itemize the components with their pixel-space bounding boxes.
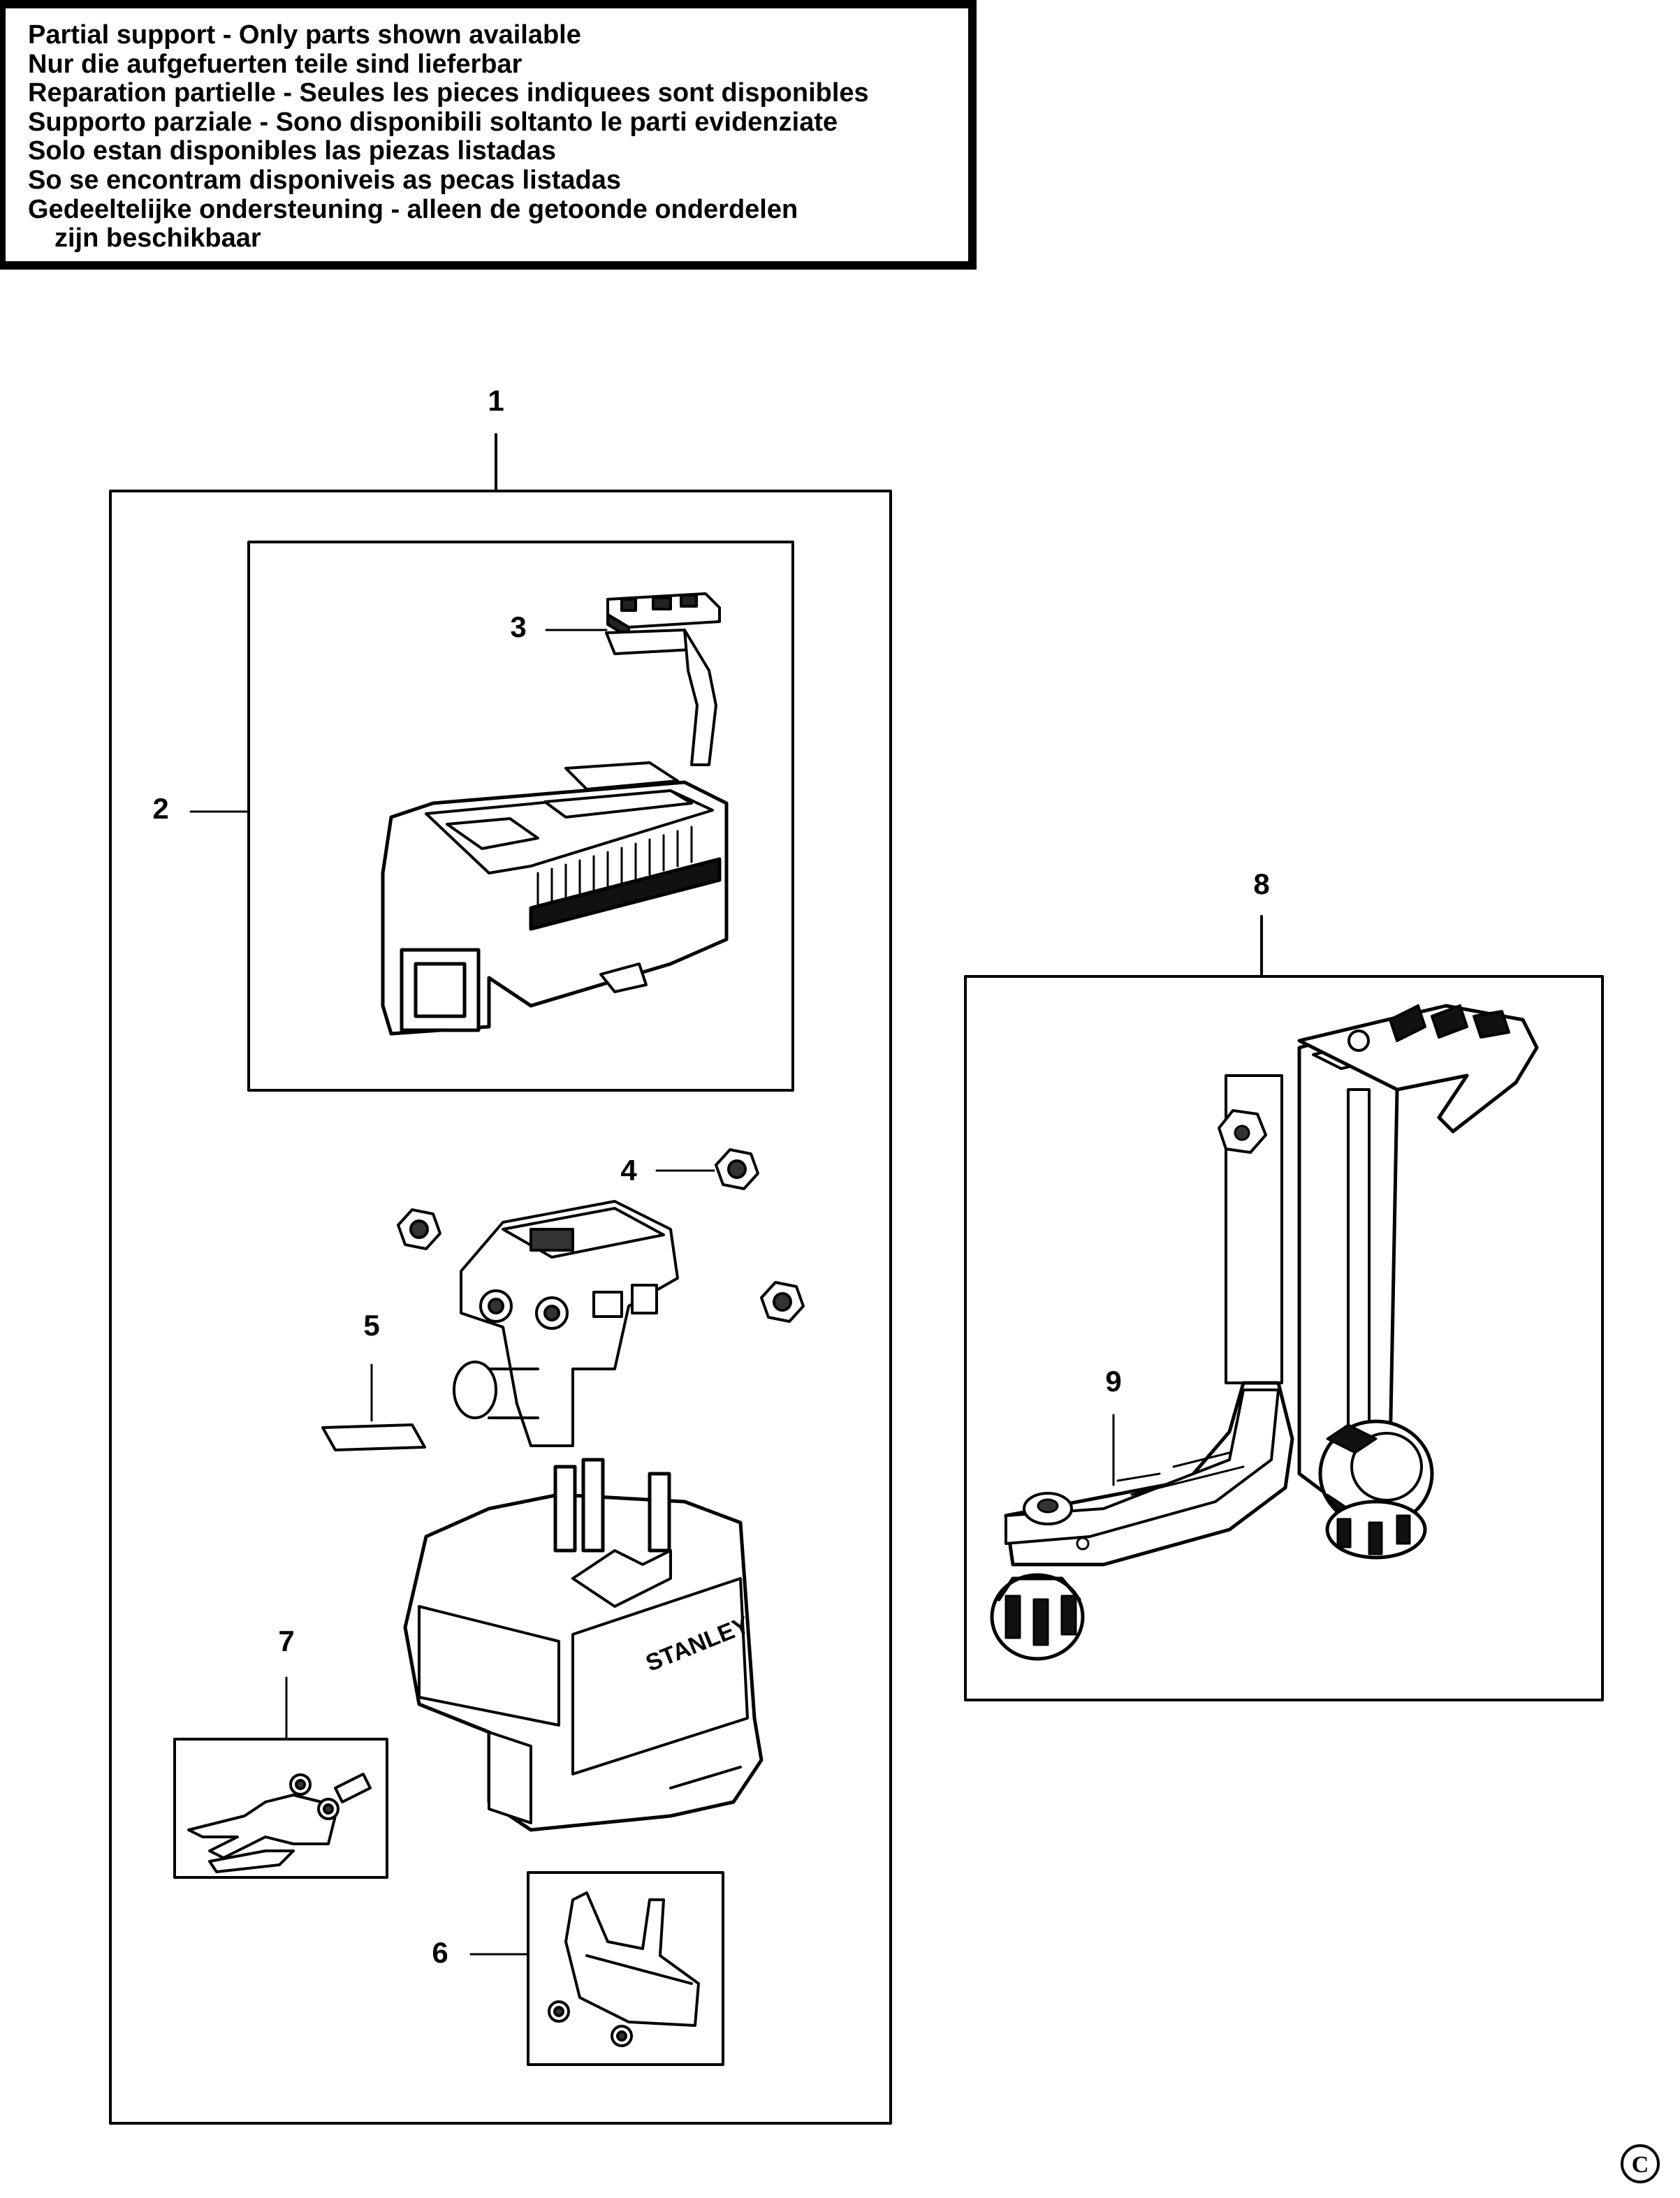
svg-text:C: C [1632,2152,1649,2178]
part-6-bracket [548,1891,700,2047]
main-housing-base: STANLEY [403,1458,764,1832]
notice-line-de: Nur die aufgefuerten teile sind lieferba… [28,49,523,79]
assembly-1-frame [109,490,892,2125]
callout-1: 1 [488,384,504,417]
part-3-switch-lever [605,592,721,766]
notice-line-en: Partial support - Only parts shown avail… [28,20,581,50]
laser-module [453,1200,679,1447]
part-6-frame [527,1871,724,2066]
notice-line-es: Solo estan disponibles las piezas listad… [28,136,557,166]
callout-9: 9 [1105,1365,1121,1398]
notice-line-pt: So se encontram disponiveis as pecas lis… [28,165,622,195]
copyright-mark: C [1619,2143,1661,2194]
part-4-nuts [397,1148,805,1323]
part-7-clamp [187,1773,372,1873]
assembly-8-frame [964,975,1604,1701]
wall-mount-bracket [990,1004,1539,1661]
part-7-frame [173,1738,388,1879]
callout-5: 5 [363,1309,379,1342]
notice-line-nl-cont: zijn beschikbaar [54,224,261,254]
callout-4: 4 [620,1154,637,1187]
part-2-frame [247,541,794,1092]
callout-6: 6 [432,1936,448,1969]
part-2-cover-housing [381,761,729,1036]
callout-3: 3 [510,610,526,643]
part-5-pad [321,1423,426,1451]
callout-2: 2 [152,792,168,825]
notice-line-nl: Gedeeltelijke ondersteuning - alleen de … [28,194,798,224]
notice-line-it: Supporto parziale - Sono disponibili sol… [28,107,838,137]
callout-8: 8 [1253,867,1269,900]
callout-7: 7 [278,1625,294,1657]
notice-line-fr: Reparation partielle - Seules les pieces… [28,78,869,108]
copyright-icon: C [1621,2144,1660,2183]
partial-support-notice: Partial support - Only parts shown avail… [0,0,977,270]
